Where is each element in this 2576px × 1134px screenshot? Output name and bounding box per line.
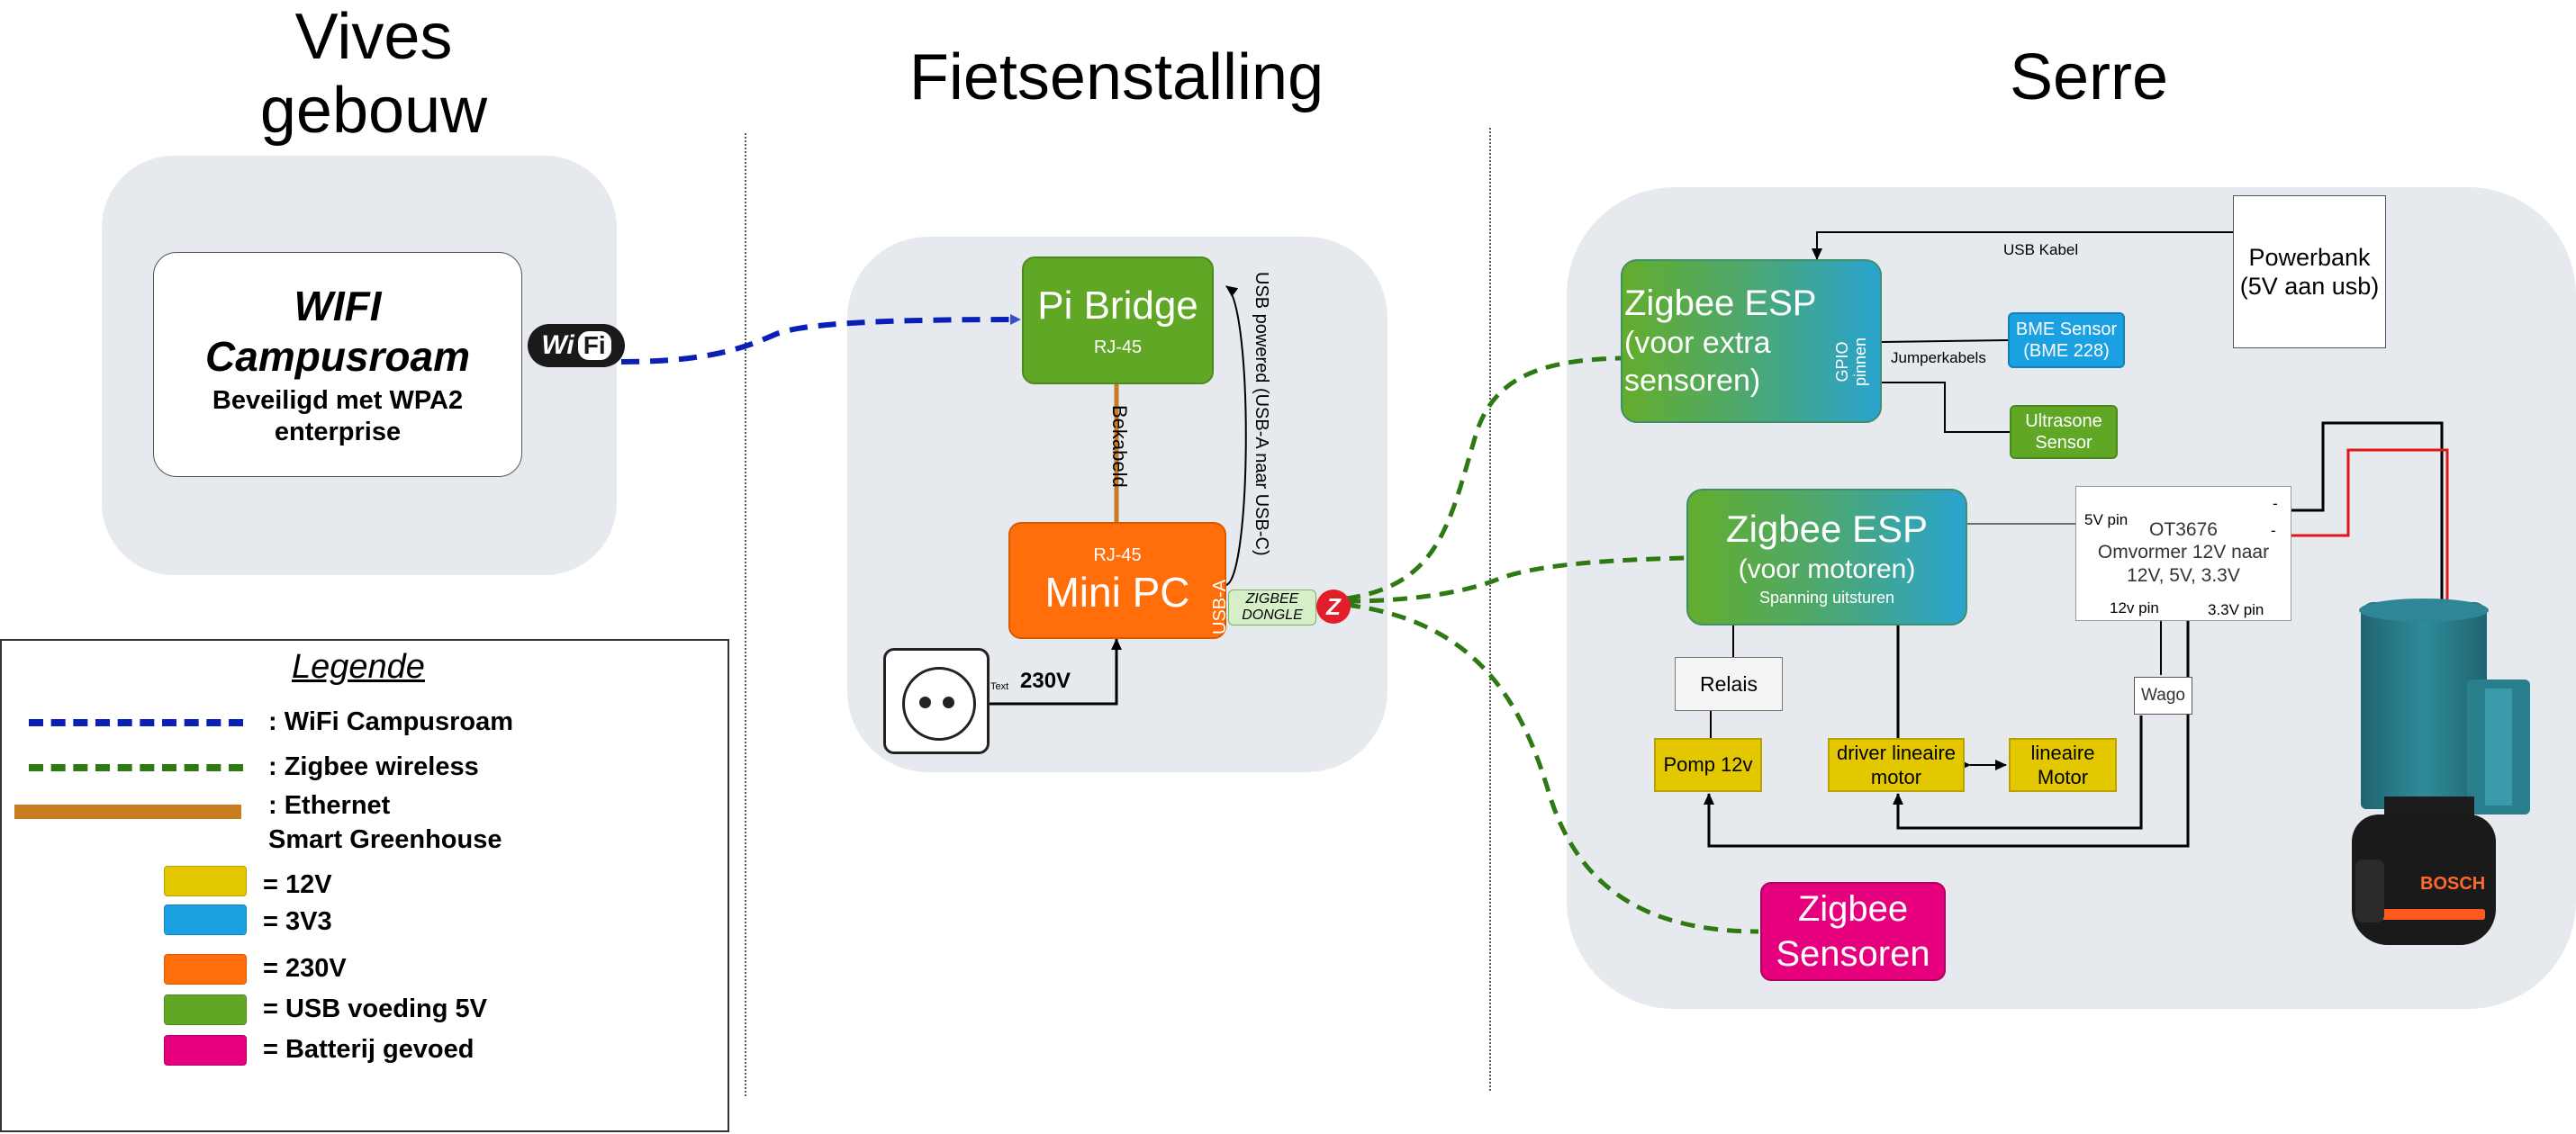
powerbank-box: Powerbank (5V aan usb) xyxy=(2233,195,2386,348)
converter-box: OT3676 Omvormer 12V naar 12V, 5V, 3.3V xyxy=(2075,486,2291,621)
bme-sensor-box: BME Sensor (BME 228) xyxy=(2008,312,2125,368)
gpio-label: GPIO pinnen xyxy=(1833,337,1869,387)
title-vives: Vives gebouw xyxy=(259,1,488,147)
pomp-box: Pomp 12v xyxy=(1654,738,1762,792)
pin-5v-label: 5V pin xyxy=(2084,511,2129,528)
usb-power-link xyxy=(1225,285,1247,586)
power-230v-link xyxy=(989,638,1122,706)
title-serre: Serre xyxy=(2009,41,2169,113)
wifi-logo-icon: Wi Fi xyxy=(528,324,625,367)
legend-title: Legende xyxy=(292,648,425,686)
legend-usb-label: = USB voeding 5V xyxy=(263,994,487,1023)
usb-cable-link xyxy=(1812,231,2233,260)
legend-230v-swatch xyxy=(164,954,247,985)
voltage-230v-label: 230V xyxy=(1020,669,1071,693)
usb-power-label: USB powered (USB-A naar USB-C) xyxy=(1252,272,1271,556)
wifi-subtitle: Beveiligd met WPA2 enterprise xyxy=(212,386,464,446)
battery-brand: BOSCH xyxy=(2420,874,2486,894)
relais-box: Relais xyxy=(1675,657,1783,711)
legend-project-label: Smart Greenhouse xyxy=(268,825,502,854)
legend-12v-label: = 12V xyxy=(263,870,332,899)
zigbee-esp-motors: Zigbee ESP (voor motoren) Spanning uitst… xyxy=(1686,489,1967,626)
legend-zigbee-label: : Zigbee wireless xyxy=(268,752,479,781)
zigbee-link-motor-esp xyxy=(1345,555,1687,604)
legend-3v3-label: = 3V3 xyxy=(263,907,332,936)
wago-box: Wago xyxy=(2134,677,2192,715)
zigbee-link-sensors-esp xyxy=(1345,356,1622,601)
lineaire-motor-box: lineaire Motor xyxy=(2009,738,2117,792)
legend-battery-label: = Batterij gevoed xyxy=(263,1035,475,1064)
wifi-title: WIFI Campusroam xyxy=(205,283,470,380)
separator-left xyxy=(745,133,746,1096)
cable-label: Bekabeld xyxy=(1108,405,1131,488)
usb-cable-label: USB Kabel xyxy=(2003,241,2079,258)
legend-zigbee-swatch xyxy=(29,764,243,771)
separator-right xyxy=(1489,128,1491,1091)
power-socket-icon xyxy=(883,648,990,754)
legend-wifi-label: : WiFi Campusroam xyxy=(268,707,514,736)
minus-mid-label: - xyxy=(2271,522,2276,539)
battery-icon: BOSCH xyxy=(2352,598,2575,958)
zigbee-dongle: ZIGBEE DONGLE xyxy=(1228,590,1316,626)
legend-battery-swatch xyxy=(164,1035,247,1066)
ultrasone-sensor-box: Ultrasone Sensor xyxy=(2010,405,2118,459)
legend-box: Legende : WiFi Campusroam : Zigbee wirel… xyxy=(0,639,729,1132)
pin-12v-label: 12v pin xyxy=(2110,599,2159,616)
legend-wifi-swatch xyxy=(29,719,243,726)
legend-3v3-swatch xyxy=(164,904,247,935)
legend-12v-swatch xyxy=(164,866,247,896)
legend-ethernet-swatch xyxy=(14,805,241,819)
zigbee-esp-sensors: Zigbee ESP (voor extra sensoren) xyxy=(1621,259,1882,423)
zigbee-logo-icon: Z xyxy=(1316,590,1351,624)
minus-top-label: - xyxy=(2273,495,2278,512)
title-fietsenstalling: Fietsenstalling xyxy=(908,41,1324,113)
legend-usb-swatch xyxy=(164,994,247,1025)
legend-ethernet-label: : Ethernet xyxy=(268,791,391,820)
pin-33v-label: 3.3V pin xyxy=(2208,601,2264,618)
zigbee-sensors-box: Zigbee Sensoren xyxy=(1760,882,1946,981)
wifi-campusroam-box: WIFI Campusroam Beveiligd met WPA2 enter… xyxy=(153,252,522,477)
zigbee-link-sensors xyxy=(1345,602,1759,934)
socket-text: Text xyxy=(990,681,1009,692)
driver-box: driver lineaire motor xyxy=(1828,738,1965,792)
jumper-label: Jumperkabels xyxy=(1891,349,1986,366)
pi-bridge-box: Pi Bridge RJ-45 xyxy=(1022,256,1214,384)
wifi-link xyxy=(620,314,1021,364)
mini-pc-box: RJ-45 Mini PC xyxy=(1008,522,1226,639)
legend-230v-label: = 230V xyxy=(263,954,347,983)
